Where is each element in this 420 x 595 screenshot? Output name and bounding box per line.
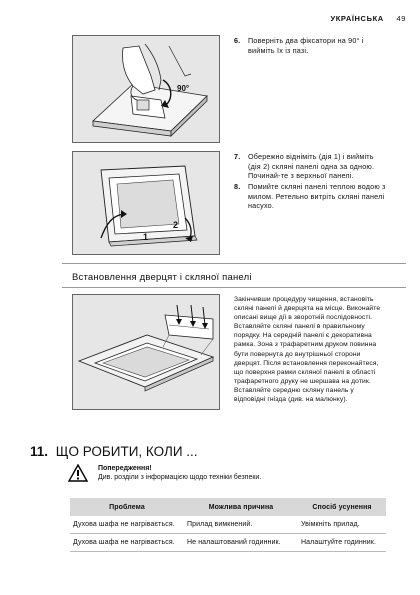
table-header-row: Проблема Можлива причина Спосіб усунення [70, 498, 386, 516]
table-row: Духова шафа не нагрівається. Не налаштов… [70, 533, 386, 552]
section-title-underline [62, 287, 406, 288]
warning-title: Попередження! [98, 465, 152, 472]
step-text: Обережно відніміть (дія 1) і вийміть (ді… [248, 152, 375, 180]
step-text: Поверніть два фіксатори на 90° і вийміть… [248, 36, 364, 55]
angle-label: 90° [177, 84, 190, 93]
cell-cause: Прилад вимкнений. [184, 516, 298, 534]
warning-text: Див. розділи з інформацією щодо техніки … [98, 474, 262, 481]
figure-remove-glass: 1 2 [72, 151, 220, 255]
cell-problem: Духова шафа не нагрівається. [70, 533, 184, 552]
action-label-2: 2 [173, 220, 179, 230]
header-problem: Проблема [70, 498, 184, 516]
step-number: 8. [234, 182, 241, 191]
section-number: 11. [30, 444, 49, 459]
remove-glass-illustration [100, 165, 198, 247]
troubleshooting-table: Проблема Можлива причина Спосіб усунення… [70, 498, 386, 552]
figure-remove-clips: 90° [72, 35, 220, 143]
figure-install-glass [72, 294, 220, 410]
warning-block: Попередження! Див. розділи з інформацією… [68, 464, 358, 482]
cell-solution: Увімкніть прилад. [298, 516, 386, 534]
install-glass-illustration [77, 304, 215, 392]
section-heading-title: ЩО РОБИТИ, КОЛИ ... [55, 444, 198, 459]
remove-clips-illustration [92, 43, 208, 137]
step-number: 7. [234, 152, 241, 161]
section-title: Встановлення дверцят і скляної панелі [72, 272, 252, 283]
page-number: 49 [396, 14, 406, 23]
warning-text-block: Попередження! Див. розділи з інформацією… [98, 464, 358, 482]
action-label-1: 1 [143, 232, 149, 242]
page-header: УКРАЇНСЬКА 49 [330, 14, 406, 23]
cell-solution: Налаштуйте годинник. [298, 533, 386, 552]
header-language: УКРАЇНСЬКА [330, 14, 384, 23]
header-solution: Спосіб усунення [298, 498, 386, 516]
step-7: 7. Обережно відніміть (дія 1) і вийміть … [234, 152, 386, 181]
step-8: 8. Помийте скляні панелі теплою водою з … [234, 182, 386, 211]
section-divider [62, 263, 406, 264]
warning-icon [68, 464, 88, 482]
step-text: Помийте скляні панелі теплою водою з мил… [248, 182, 386, 210]
install-description: Закінчивши процедуру чищення, встановіть… [234, 296, 381, 404]
section-11-heading: 11. ЩО РОБИТИ, КОЛИ ... [30, 444, 198, 459]
cell-problem: Духова шафа не нагрівається. [70, 516, 184, 534]
step-6: 6. Поверніть два фіксатори на 90° і вийм… [234, 36, 386, 55]
header-cause: Можлива причина [184, 498, 298, 516]
cell-cause: Не налаштований годинник. [184, 533, 298, 552]
step-number: 6. [234, 36, 241, 45]
table-row: Духова шафа не нагрівається. Прилад вимк… [70, 516, 386, 534]
